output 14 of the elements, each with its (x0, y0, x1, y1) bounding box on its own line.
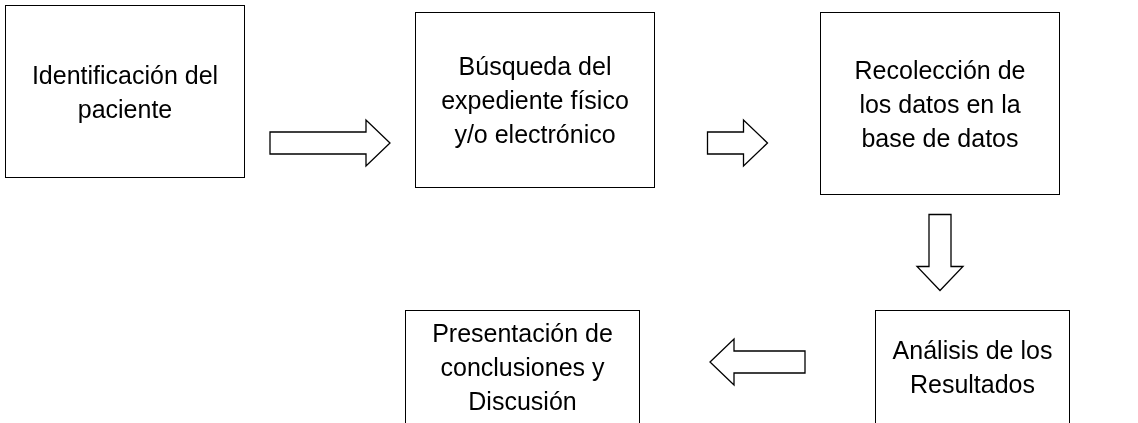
box-text: Análisis de los Resultados (891, 335, 1054, 400)
block-arrow (269, 118, 391, 168)
block-arrow (915, 213, 965, 292)
block-arrow (709, 337, 806, 387)
process-box (875, 310, 1070, 423)
process-box (5, 5, 245, 178)
box-text: Presentación de conclusiones y Discusión (431, 318, 614, 417)
process-box (405, 310, 640, 423)
process-box (415, 12, 655, 188)
box-text: Identificación del paciente (30, 59, 220, 125)
block-arrow (706, 118, 769, 168)
box-text: Recolección de los datos en la base de datos (853, 54, 1027, 154)
process-box (820, 12, 1060, 195)
box-text: Búsqueda del expediente físico y/o electrónico (440, 51, 630, 150)
